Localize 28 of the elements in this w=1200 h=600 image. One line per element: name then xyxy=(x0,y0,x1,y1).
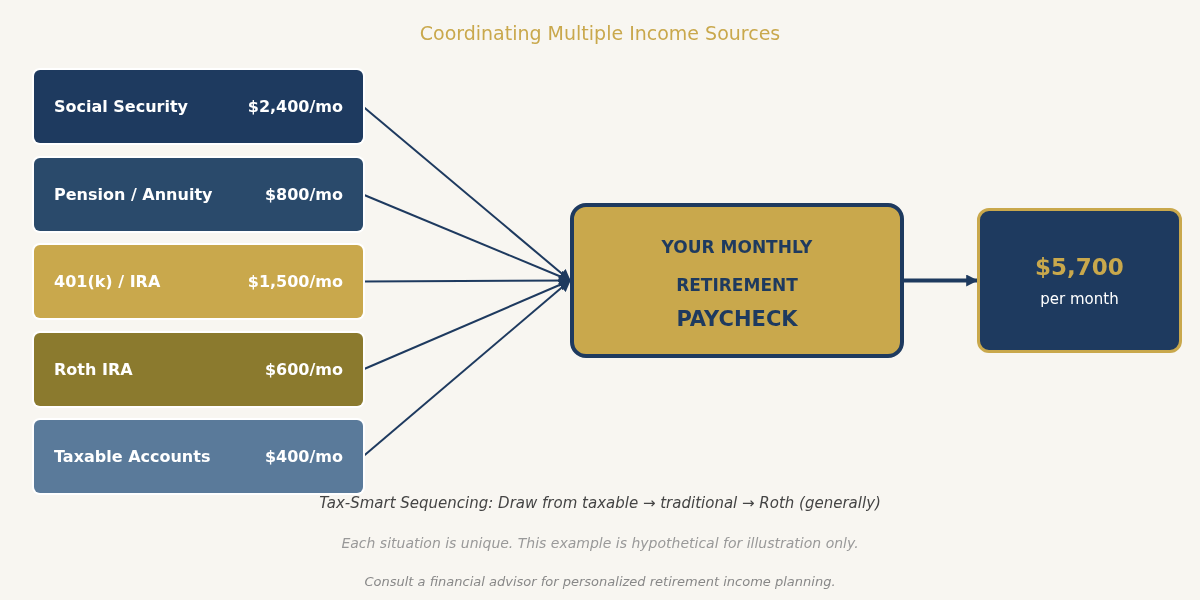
monthly-amount: $800/mo xyxy=(264,185,343,204)
income-source-box xyxy=(34,333,363,406)
advice-note: Consult a financial advisor for personalized retirement income planning. xyxy=(363,574,837,589)
subtitle: Coordinating Multiple Income Sources xyxy=(418,22,782,44)
source-name: Roth IRA xyxy=(54,360,133,379)
source-name: Social Security xyxy=(54,97,189,116)
source-name: Pension / Annuity xyxy=(54,185,213,204)
total-amount: $5,700 xyxy=(1035,253,1124,280)
source-name: 401(k) / IRA xyxy=(54,272,161,291)
income-source-box xyxy=(34,245,363,318)
monthly-amount: $1,500/mo xyxy=(247,272,343,291)
monthly-amount: $400/mo xyxy=(264,447,343,466)
box-title: PAYCHECK xyxy=(676,305,798,333)
disclaimer-note: Each situation is unique. This example is hypothetical for illustration only. xyxy=(340,535,860,551)
amount-caption: per month xyxy=(1040,289,1119,308)
sequencing-note: Tax-Smart Sequencing: Draw from taxable → traditional → Roth (generally) xyxy=(318,494,882,512)
monthly-amount: $600/mo xyxy=(264,360,343,379)
source-name: Taxable Accounts xyxy=(54,447,211,466)
paycheck-box xyxy=(570,203,904,358)
total-box xyxy=(977,208,1182,353)
income-source-box xyxy=(34,420,363,493)
income-source-box xyxy=(34,158,363,231)
income-source-box xyxy=(34,70,363,143)
arrow xyxy=(904,274,979,287)
monthly-amount: $2,400/mo xyxy=(247,97,343,116)
arrow xyxy=(362,279,571,458)
arrow xyxy=(362,105,571,282)
box-heading: YOUR MONTHLY RETIREMENT xyxy=(660,235,814,297)
